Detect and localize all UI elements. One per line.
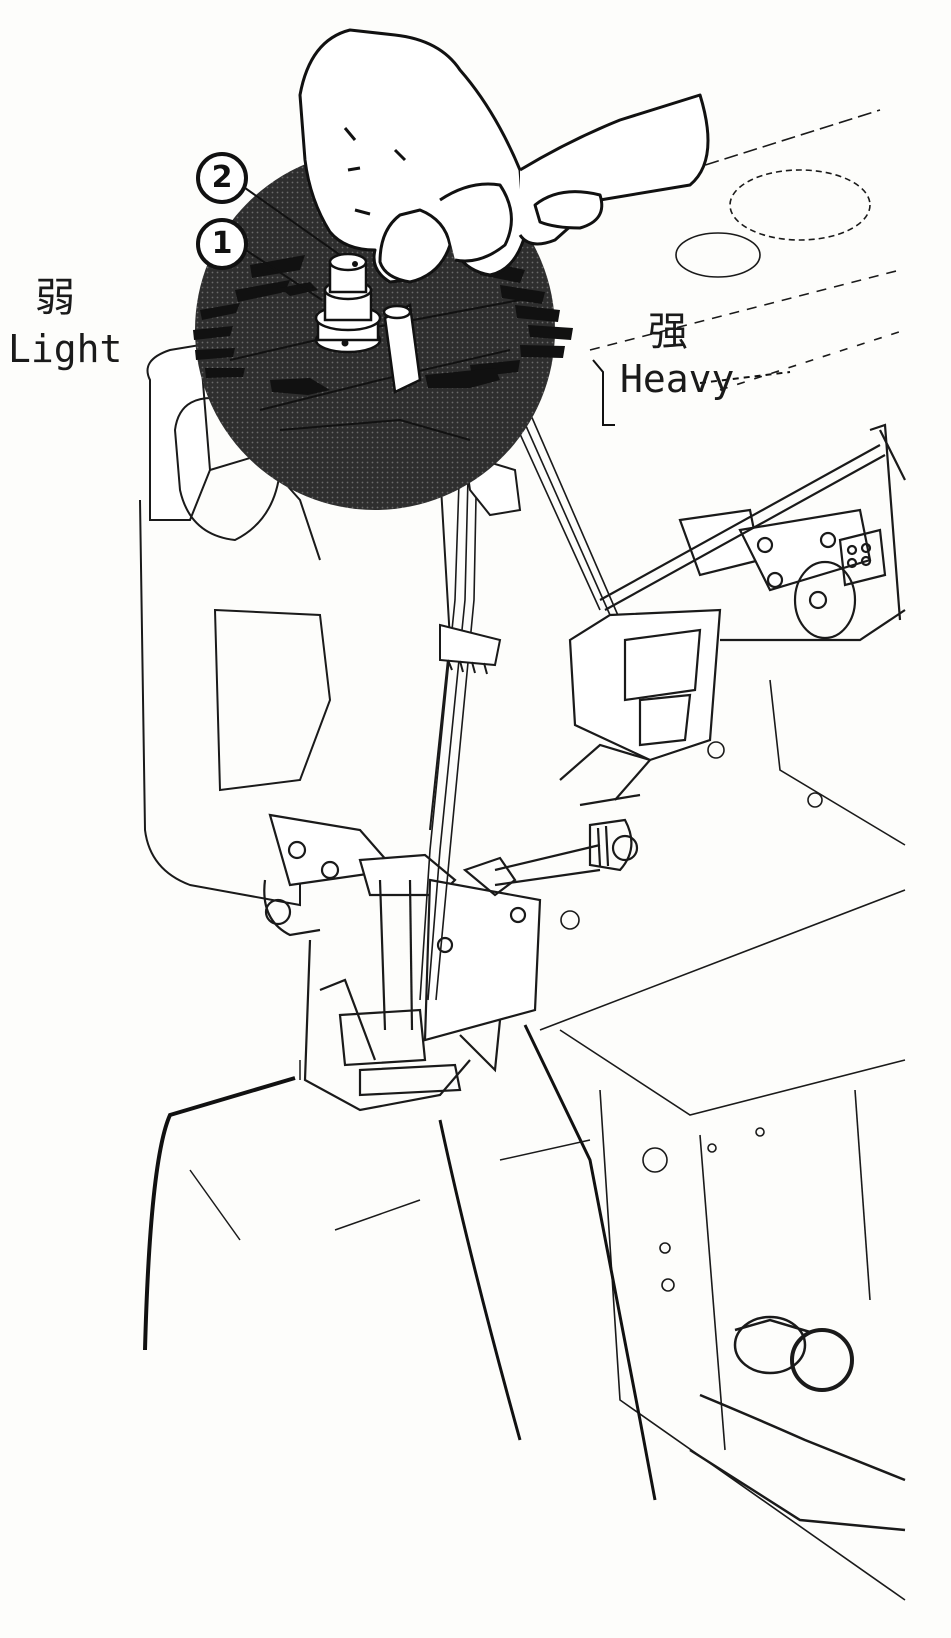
adjust-knob-lower [689, 1315, 906, 1532]
callout-leaders [237, 182, 341, 301]
machine-base [143, 1024, 657, 1501]
callout-2: 2 [196, 152, 248, 204]
light-label-chinese: 弱 [35, 275, 75, 321]
tension-rod [579, 793, 641, 872]
heavy-bracket [592, 359, 791, 426]
needle-assembly [263, 813, 601, 1112]
heavy-label: Heavy [620, 357, 735, 401]
callout-1: 1 [196, 218, 248, 270]
hand [298, 28, 710, 284]
machine-bed [539, 109, 906, 1601]
thread-stand [559, 423, 906, 801]
heavy-label-chinese: 强 [648, 309, 688, 355]
light-label: Light [8, 327, 123, 371]
